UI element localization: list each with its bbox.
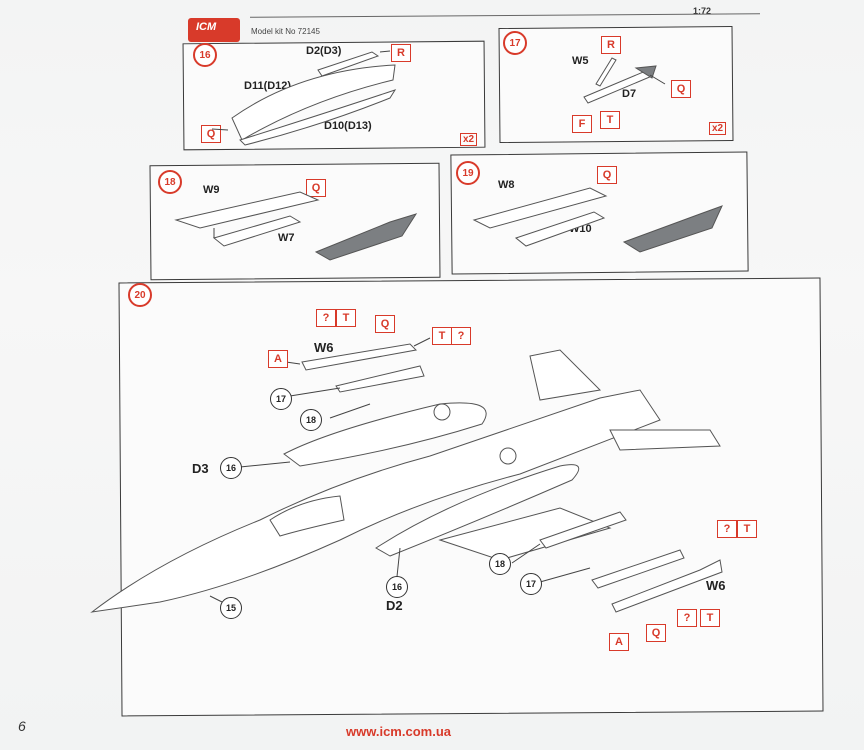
- step-20-label-d2: D2: [386, 598, 403, 613]
- step-20-tag-t-bottom2: T: [700, 609, 720, 627]
- step-17-tag-t: T: [600, 111, 620, 129]
- step-20-aircraft-drawing: [90, 337, 723, 613]
- step-16-multiplier: x2: [460, 133, 478, 146]
- step-20-label-w6-top: W6: [314, 340, 334, 355]
- step-20-tag-q-top2: Q: [375, 315, 395, 333]
- step-17-label-d7: D7: [622, 88, 637, 100]
- step-20-tag-question-bottom: ?: [717, 520, 737, 538]
- step-17-label-w5: W5: [572, 55, 589, 67]
- step-18-pylon-drawing: [174, 191, 418, 261]
- step-20-number: 20: [128, 283, 152, 307]
- step-19-label-w8: W8: [498, 179, 515, 191]
- step-20-ref-17a: 17: [270, 388, 292, 410]
- step-16-tag-r: R: [391, 44, 411, 62]
- step-20-tag-q-top: ?: [316, 309, 336, 327]
- step-20-ref-18b: 18: [489, 553, 511, 575]
- page-number: 6: [18, 718, 26, 734]
- step-18-number: 18: [158, 170, 182, 194]
- scale-label: 1:72: [693, 6, 712, 16]
- step-19-pylon-drawing: [472, 187, 723, 253]
- step-17-tag-f: F: [572, 115, 592, 133]
- step-16-label-d10d13: D10(D13): [324, 120, 372, 132]
- step-16-label-d11d12: D11(D12): [244, 80, 292, 92]
- step-17-tag-q: Q: [671, 80, 691, 98]
- brand-logo-text: ICM: [196, 21, 217, 33]
- step-18-label-w7: W7: [278, 232, 295, 244]
- step-16-fuel-tank-drawing: [211, 50, 397, 146]
- step-20-ref-16a: 16: [220, 457, 242, 479]
- step-17-number: 17: [503, 31, 527, 55]
- step-20-ref-18a: 18: [300, 409, 322, 431]
- step-20-ref-16b: 16: [386, 576, 408, 598]
- step-16-label-d2d3: D2(D3): [306, 45, 342, 57]
- step-20-tag-a-bottom: A: [609, 633, 629, 651]
- step-20-label-w6-bottom: W6: [706, 578, 726, 593]
- step-20-tag-q-bottom: Q: [646, 624, 666, 642]
- step-20-ref-17b: 17: [520, 573, 542, 595]
- step-18-tag-q: Q: [306, 179, 326, 197]
- footer-url[interactable]: www.icm.com.ua: [346, 724, 451, 739]
- step-20-tag-t-top: T: [336, 309, 356, 327]
- step-16-number: 16: [193, 43, 217, 67]
- step-20-label-d3: D3: [192, 461, 209, 476]
- step-20-tag-t-top2: T: [432, 327, 452, 345]
- step-19-tag-q: Q: [597, 166, 617, 184]
- step-20-tag-question-bottom2: ?: [677, 609, 697, 627]
- step-19-number: 19: [456, 161, 480, 185]
- step-20-ref-15: 15: [220, 597, 242, 619]
- step-20-tag-a-top: A: [268, 350, 288, 368]
- step-17-missile-drawing: [583, 57, 666, 104]
- step-20-tag-t-bottom: T: [737, 520, 757, 538]
- step-17-multiplier: x2: [709, 122, 727, 135]
- step-18-label-w9: W9: [203, 184, 220, 196]
- model-kit-label: Model kit No 72145: [251, 27, 320, 36]
- step-20-tag-question-top2: ?: [451, 327, 471, 345]
- icm-logo: [188, 18, 240, 42]
- step-17-tag-r: R: [601, 36, 621, 54]
